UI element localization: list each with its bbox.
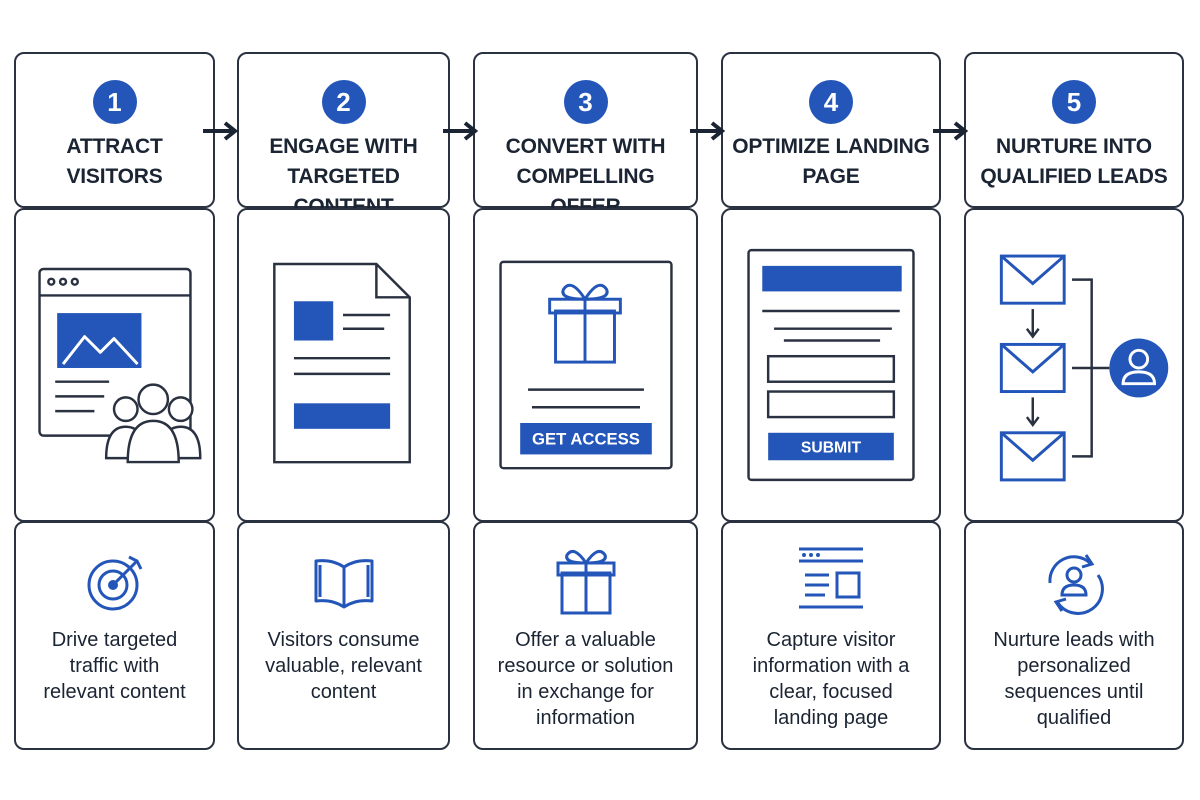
step-title: OPTIMIZE LANDING PAGE xyxy=(732,135,930,188)
step-4-illustration-panel: SUBMIT xyxy=(721,208,941,522)
step-description: Offer a valuable resource or solution in… xyxy=(497,629,674,729)
submit-label: SUBMIT xyxy=(801,439,862,456)
arrow-right-icon xyxy=(690,121,726,141)
audience-icon xyxy=(104,383,202,464)
step-3-illustration-panel: GET ACCESS xyxy=(473,208,698,522)
arrow-right-icon xyxy=(443,121,479,141)
browser-with-audience-illustration xyxy=(38,267,202,464)
sequence-arrows xyxy=(1025,278,1110,458)
form-fields xyxy=(766,354,896,419)
gift-icon xyxy=(556,549,615,615)
step-number-badge: 3 xyxy=(563,80,608,124)
step-1-description-panel: Drive targeted traffic with relevant con… xyxy=(14,521,215,750)
step-description: Capture visitor information with a clear… xyxy=(752,629,910,729)
step-description: Drive targeted traffic with relevant con… xyxy=(43,629,186,703)
user-cycle-icon xyxy=(1048,554,1104,615)
step-title: NURTURE INTO QUALIFIED LEADS xyxy=(980,135,1168,188)
get-access-label: GET ACCESS xyxy=(532,430,640,449)
step-3-header: 3 CONVERT WITH COMPELLING OFFER xyxy=(473,52,698,218)
step-description: Nurture leads with personalized sequence… xyxy=(993,629,1155,729)
landing-page-header-bar xyxy=(762,265,902,292)
document-image-block xyxy=(293,301,334,341)
step-number-badge: 4 xyxy=(809,80,853,124)
get-access-button-graphic: GET ACCESS xyxy=(520,422,652,455)
step-4-header: 4 OPTIMIZE LANDING PAGE xyxy=(721,52,941,208)
gift-offer-card-illustration: GET ACCESS xyxy=(499,260,673,470)
user-avatar-icon xyxy=(1109,338,1169,398)
step-2-header: 2 ENGAGE WITH TARGETED CONTENT xyxy=(237,52,450,218)
step-1-header: 1 ATTRACT VISITORS xyxy=(14,52,215,208)
email-sequence-illustration xyxy=(999,254,1169,482)
landing-page-form-illustration: SUBMIT xyxy=(747,248,915,482)
content-document-illustration xyxy=(273,262,411,464)
offer-card xyxy=(499,260,673,470)
step-5-description-panel: Nurture leads with personalized sequence… xyxy=(964,521,1184,750)
step-5-illustration-panel xyxy=(964,208,1184,522)
step-number-badge: 1 xyxy=(92,80,137,124)
image-placeholder-icon xyxy=(57,313,142,368)
submit-button-graphic: SUBMIT xyxy=(768,432,894,461)
step-title: ATTRACT VISITORS xyxy=(66,135,163,188)
step-5-header: 5 NURTURE INTO QUALIFIED LEADS xyxy=(964,52,1184,208)
browser-layout-icon xyxy=(799,547,863,609)
arrow-right-icon xyxy=(933,121,969,141)
arrow-right-icon xyxy=(203,121,239,141)
step-3-description-panel: Offer a valuable resource or solution in… xyxy=(473,521,698,750)
email-envelope-icons xyxy=(999,254,1066,482)
step-1-illustration-panel xyxy=(14,208,215,522)
target-icon xyxy=(87,555,142,611)
document-cta-block xyxy=(293,403,391,429)
document-icon xyxy=(273,262,411,464)
step-2-description-panel: Visitors consume valuable, relevant cont… xyxy=(237,521,450,750)
step-number-badge: 5 xyxy=(1052,80,1096,124)
open-book-icon xyxy=(314,559,373,609)
step-number-badge: 2 xyxy=(321,80,366,124)
step-4-description-panel: Capture visitor information with a clear… xyxy=(721,521,941,750)
gift-icon xyxy=(548,283,622,364)
step-description: Visitors consume valuable, relevant cont… xyxy=(265,629,422,703)
step-2-illustration-panel xyxy=(237,208,450,522)
